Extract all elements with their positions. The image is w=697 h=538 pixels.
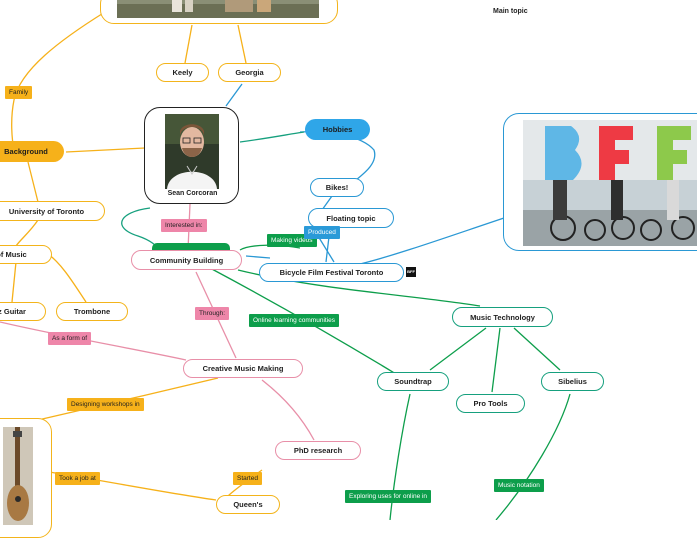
bff-logo-icon: BFF [406, 267, 416, 277]
node-sibelius[interactable]: Sibelius [541, 372, 604, 391]
node-music-technology[interactable]: Music Technology [452, 307, 553, 327]
node-keely[interactable]: Keely [156, 63, 209, 82]
main-topic-label[interactable]: Main topic [493, 8, 528, 15]
node-creative-music-making[interactable]: Creative Music Making [183, 359, 303, 378]
node-community-building[interactable]: Community Building [131, 250, 242, 270]
guitar-photo-frame [0, 418, 52, 538]
bff-photo [523, 120, 697, 246]
node-background[interactable]: Background [0, 141, 64, 162]
node-georgia[interactable]: Georgia [218, 63, 281, 82]
center-card[interactable]: Sean Corcoran [144, 107, 239, 204]
profile-photo [165, 114, 219, 189]
node-hobbies[interactable]: Hobbies [305, 119, 370, 140]
label-online-learning[interactable]: Online learning communities [249, 314, 340, 327]
label-started[interactable]: Started [233, 472, 262, 485]
node-bikes[interactable]: Bikes! [310, 178, 364, 197]
label-music-notation[interactable]: Music notation [494, 479, 544, 492]
community-building-highlight [152, 243, 230, 250]
bff-photo-frame [503, 113, 697, 251]
node-bicycle-film-festival[interactable]: Bicycle Film Festival Toronto [259, 263, 404, 282]
family-photo [117, 0, 319, 18]
label-produced[interactable]: Produced [304, 226, 340, 239]
node-soundtrap[interactable]: Soundtrap [377, 372, 449, 391]
node-trombone[interactable]: Trombone [56, 302, 128, 321]
label-through[interactable]: Through: [195, 307, 230, 320]
label-interested-in[interactable]: Interested in: [161, 219, 207, 232]
node-phd-research[interactable]: PhD research [275, 441, 361, 460]
guitar-photo [3, 427, 33, 525]
label-as-a-form-of[interactable]: As a form of [48, 332, 92, 345]
label-exploring-uses[interactable]: Exploring uses for online in [345, 490, 432, 503]
label-took-a-job-at[interactable]: Took a job at [55, 472, 100, 485]
node-jazz-guitar[interactable]: z Guitar [0, 302, 46, 321]
node-floating-topic[interactable]: Floating topic [308, 208, 394, 228]
label-family[interactable]: Family [5, 86, 33, 99]
node-pro-tools[interactable]: Pro Tools [456, 394, 525, 413]
node-university-of-toronto[interactable]: University of Toronto [0, 201, 105, 221]
center-name: Sean Corcoran [167, 190, 218, 197]
mindmap-connectors [0, 11, 571, 520]
family-photo-frame [100, 0, 338, 24]
node-school-of-music[interactable]: r of Music [0, 245, 52, 264]
node-queens[interactable]: Queen's [216, 495, 280, 514]
label-designing-workshops[interactable]: Designing workshops in [67, 398, 144, 411]
